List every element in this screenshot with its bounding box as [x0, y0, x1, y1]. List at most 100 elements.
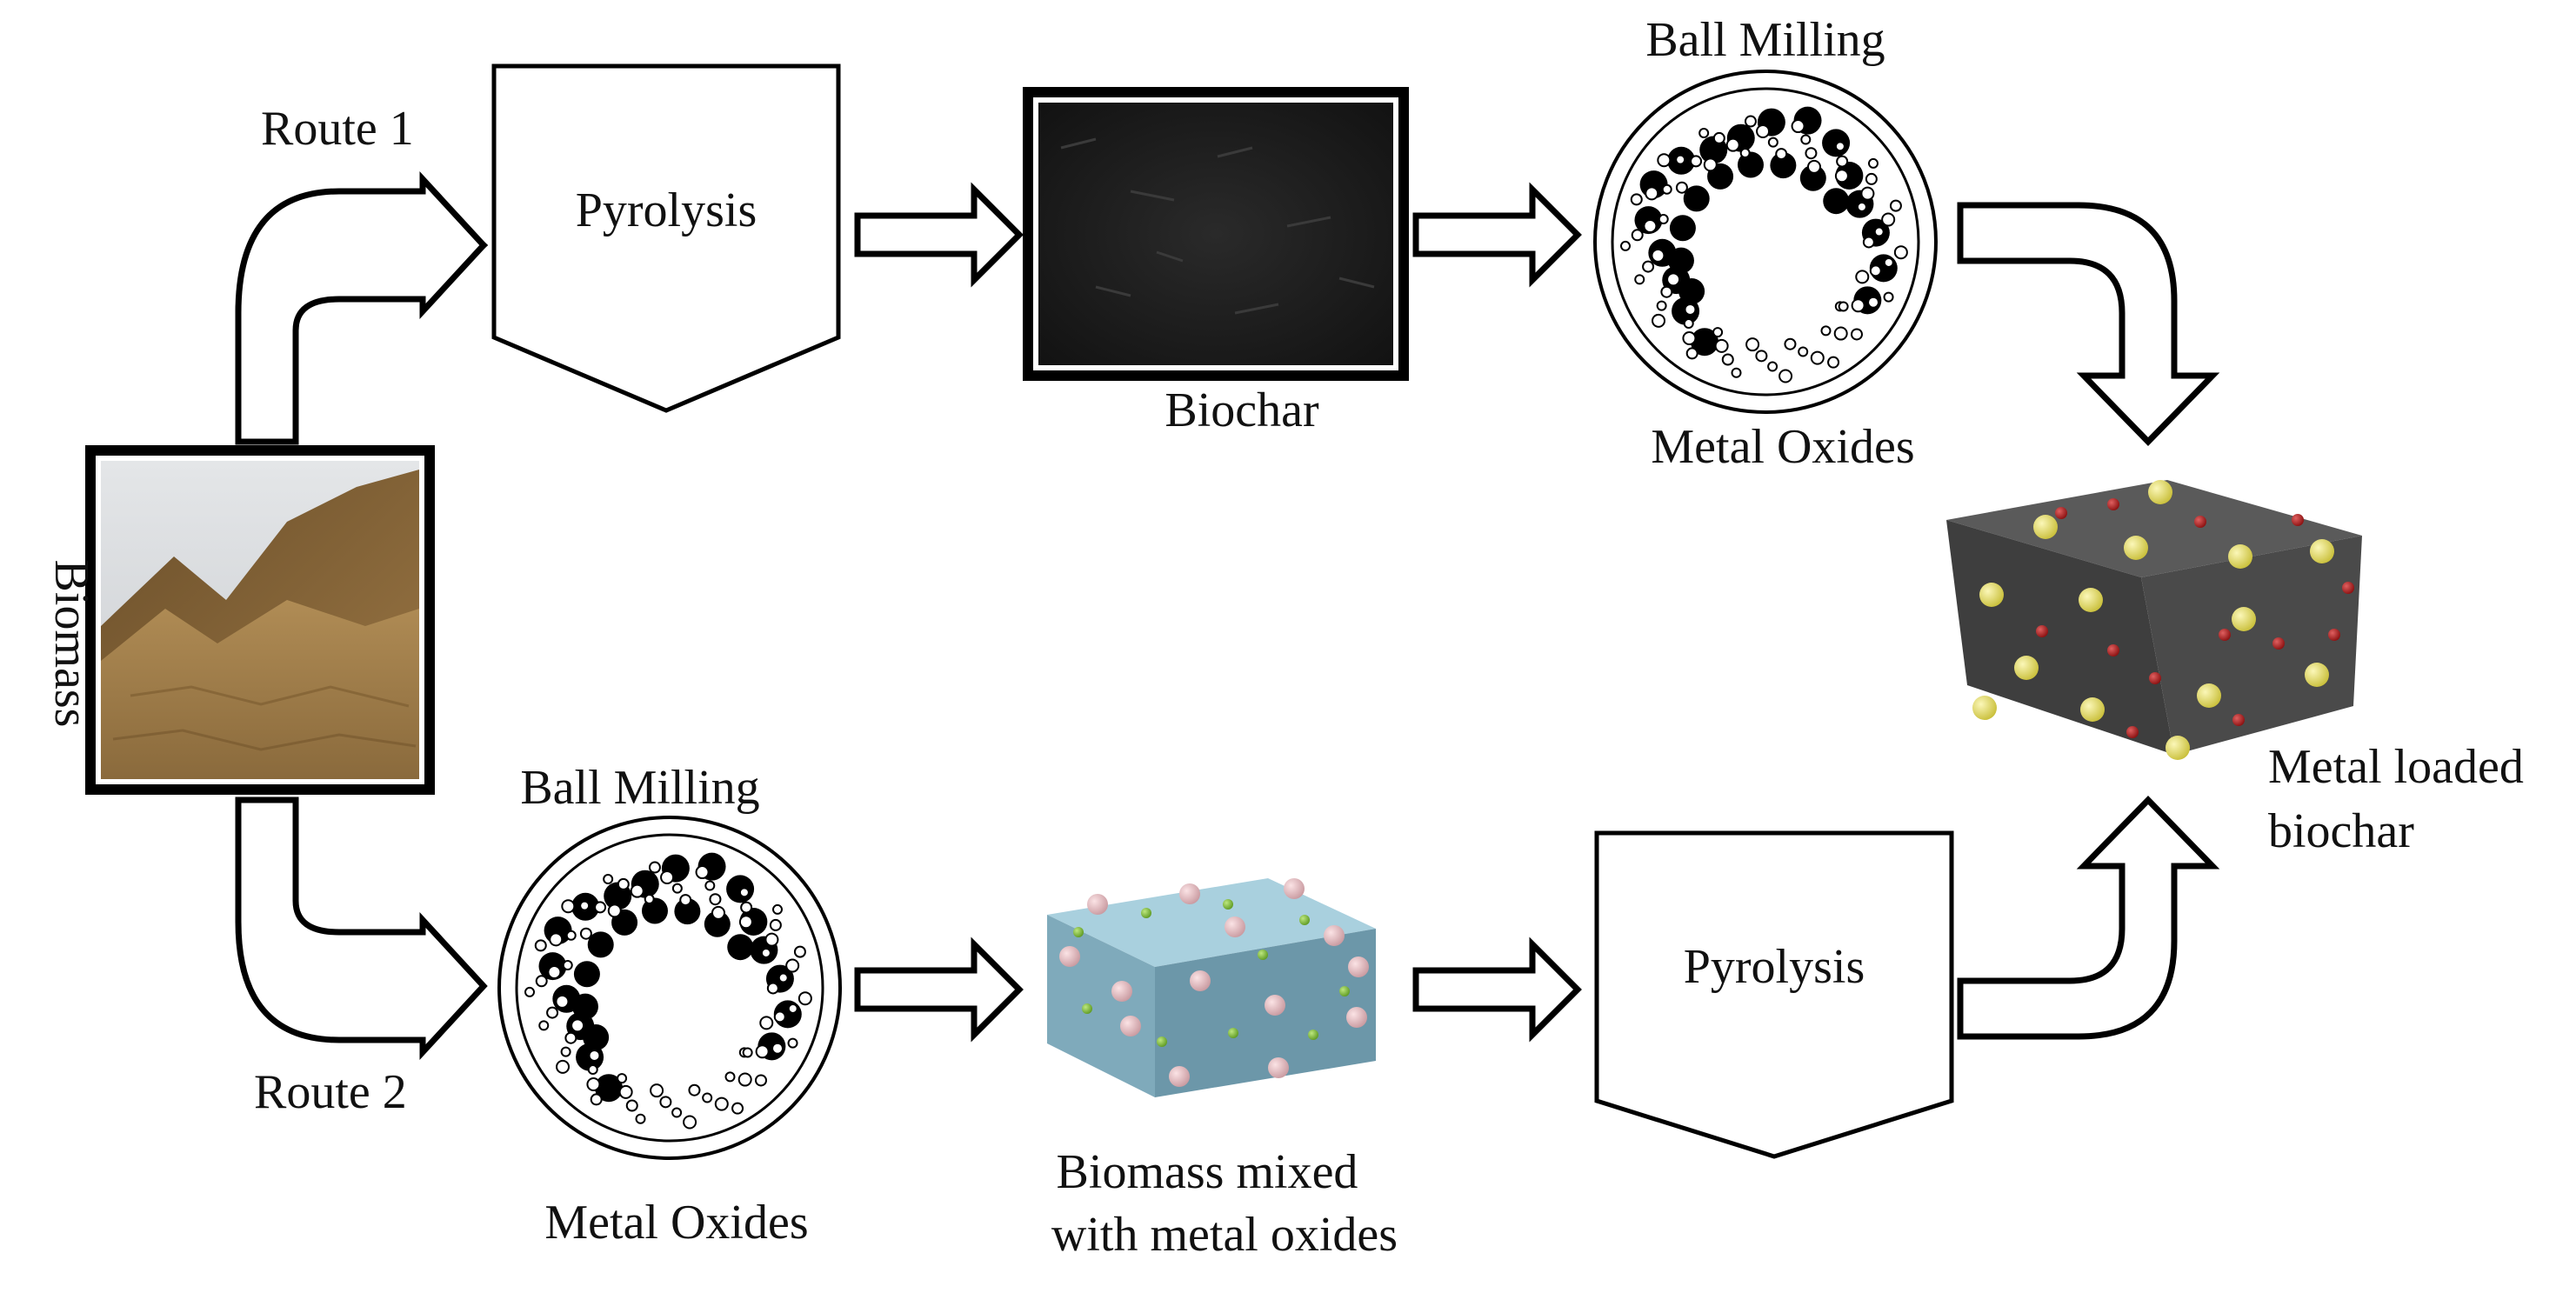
- metal-oxide-particle: [1867, 296, 1880, 309]
- metal-oxide-particle: [1755, 350, 1768, 363]
- metal-oxide-particle: [737, 1072, 752, 1087]
- metal-particle-yellow: [2079, 588, 2103, 612]
- metal-oxide-particle: [724, 1071, 736, 1083]
- metal-oxide-particle: [704, 880, 716, 891]
- metal-particle-red: [2107, 644, 2119, 656]
- metal-oxide-particle: [579, 927, 592, 940]
- metal-oxide-particle: [711, 905, 725, 920]
- metal-particle-red: [2292, 514, 2304, 526]
- route2-metal-oxides-label: Metal Oxides: [544, 1196, 808, 1250]
- metal-oxide-particle: [787, 1003, 798, 1014]
- product-particles: [1972, 480, 2354, 760]
- milling-ball: [1669, 215, 1696, 242]
- metal-oxide-particle: [1800, 134, 1812, 145]
- mixed-particle-pink: [1268, 1057, 1289, 1078]
- mixed-particle-green: [1258, 950, 1268, 960]
- metal-oxide-particle: [1675, 181, 1688, 194]
- metal-particle-red: [2126, 726, 2139, 738]
- metal-oxide-particle: [607, 903, 622, 918]
- metal-oxide-particle: [1682, 330, 1697, 345]
- metal-oxide-particle: [1631, 229, 1644, 242]
- metal-oxide-particle: [1684, 303, 1697, 316]
- route1-metal-oxides-label: Metal Oxides: [1651, 420, 1914, 474]
- metal-oxide-particle: [625, 1099, 638, 1112]
- mixed-particle-green: [1082, 1003, 1092, 1014]
- mixed-particle-pink: [1284, 878, 1305, 899]
- metal-oxide-particle: [546, 1006, 559, 1019]
- metal-oxide-particle: [1643, 218, 1658, 233]
- milling-ball: [641, 897, 668, 924]
- route2-connector: [235, 796, 488, 1060]
- metal-oxide-particle: [797, 991, 812, 1006]
- metal-oxide-particle: [1767, 361, 1779, 372]
- metal-oxide-particle: [1833, 326, 1848, 341]
- metal-oxide-particle: [1620, 240, 1632, 251]
- metal-particle-red: [2342, 582, 2354, 594]
- metal-oxide-particle: [1630, 193, 1643, 206]
- metal-oxide-particle: [679, 894, 692, 907]
- metal-oxide-particle: [1779, 369, 1793, 383]
- metal-oxide-particle: [1656, 300, 1667, 311]
- metal-oxide-particle: [594, 901, 607, 914]
- metal-particle-yellow: [2033, 515, 2058, 539]
- metal-oxide-particle: [561, 899, 576, 914]
- biomass-label: Biomass: [44, 560, 98, 728]
- metal-oxide-particle: [671, 1107, 683, 1118]
- route2-ball-mill: [497, 816, 842, 1160]
- route1-arrow-to-biochar: [854, 182, 1024, 288]
- milling-ball: [571, 993, 598, 1020]
- milling-ball: [1822, 129, 1851, 157]
- metal-oxide-particle: [1721, 353, 1734, 366]
- metal-oxide-particle: [1652, 313, 1666, 328]
- metal-oxide-particle: [742, 1047, 753, 1058]
- metal-particle-yellow: [2228, 544, 2252, 569]
- milling-ball: [1799, 164, 1826, 191]
- metal-oxide-particle: [702, 1092, 713, 1103]
- metal-oxide-particle: [1838, 301, 1849, 312]
- metal-oxide-particle: [618, 1084, 633, 1099]
- metal-oxide-particle: [769, 918, 782, 931]
- metal-oxide-particle: [766, 982, 779, 995]
- mixed-particle-green: [1339, 986, 1350, 996]
- route2-arrow-to-pyrolysis: [1412, 936, 1582, 1043]
- metal-oxide-particle: [760, 947, 771, 958]
- metal-oxide-particle: [1739, 148, 1751, 159]
- biochar-image: [1023, 87, 1409, 381]
- metal-particle-red: [2219, 629, 2231, 641]
- metal-oxide-particle: [1675, 154, 1686, 165]
- metal-oxide-particle: [1873, 226, 1885, 237]
- metal-oxide-particle: [793, 945, 806, 958]
- metal-oxide-particle: [709, 893, 722, 906]
- metal-oxide-particle: [1827, 356, 1840, 369]
- metal-oxide-particle: [1714, 338, 1729, 353]
- metal-oxide-particle: [1775, 148, 1788, 161]
- metal-oxide-particle: [738, 887, 750, 898]
- metal-oxide-particle: [1658, 214, 1669, 225]
- metal-oxide-particle: [1798, 346, 1809, 357]
- route2-label: Route 2: [254, 1065, 407, 1119]
- metal-particle-yellow: [2124, 536, 2148, 560]
- metal-oxide-particle: [524, 986, 536, 997]
- milling-ball: [595, 1074, 624, 1103]
- metal-oxide-particle: [1698, 128, 1710, 139]
- metal-oxide-particle: [1881, 212, 1896, 227]
- metal-oxide-particle: [671, 883, 683, 894]
- milling-ball: [1823, 188, 1850, 215]
- milling-ball: [674, 898, 701, 925]
- milling-ball: [583, 1024, 610, 1050]
- metal-oxide-particle: [1661, 183, 1672, 195]
- biochar-label: Biochar: [1165, 383, 1319, 437]
- metal-oxide-particle: [547, 964, 562, 979]
- route1-label: Route 1: [261, 102, 414, 156]
- metal-oxide-particle: [1784, 337, 1797, 350]
- metal-oxide-particle: [1645, 186, 1659, 201]
- metal-oxide-particle: [1860, 186, 1875, 201]
- metal-oxide-particle: [1883, 291, 1894, 303]
- metal-oxide-particle: [630, 883, 644, 898]
- metal-oxide-particle: [1836, 155, 1849, 168]
- metal-oxide-particle: [771, 903, 783, 915]
- metal-oxide-particle: [1690, 155, 1703, 168]
- route2-pyrolysis-label: Pyrolysis: [1684, 940, 1865, 994]
- metal-oxide-particle: [1725, 137, 1740, 152]
